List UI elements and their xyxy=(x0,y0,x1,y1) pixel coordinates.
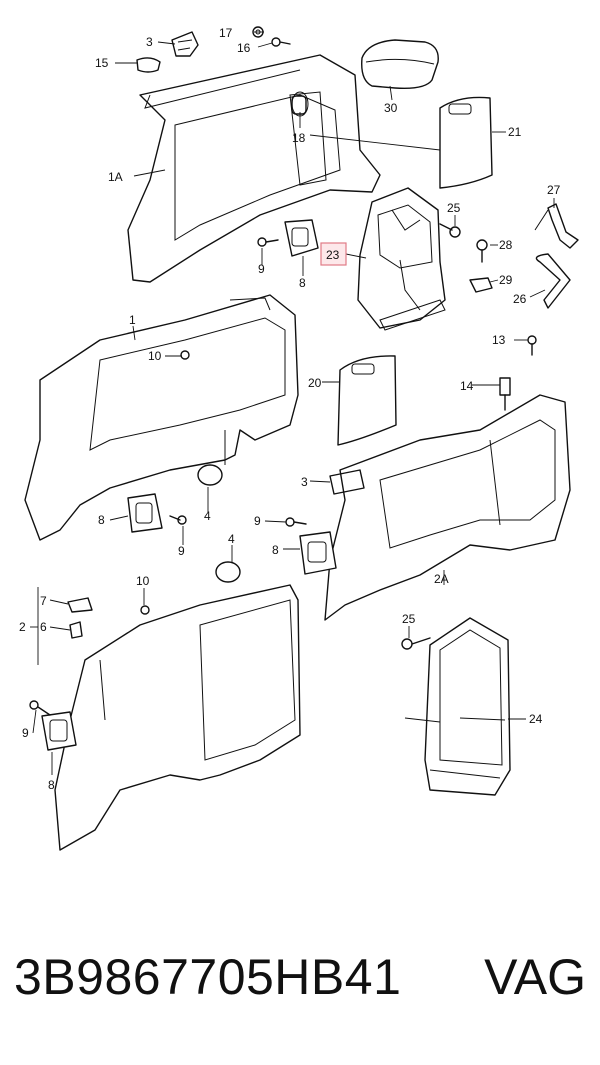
clip-14 xyxy=(499,377,511,411)
trim-panel-2 xyxy=(54,584,301,851)
leader-lines xyxy=(30,31,555,775)
label-23: 23 xyxy=(326,248,340,262)
label-30: 30 xyxy=(384,101,398,115)
label-8-lower: 8 xyxy=(48,778,55,792)
screw-9-right xyxy=(285,517,307,527)
cover-21 xyxy=(439,96,493,189)
label-1: 1 xyxy=(129,313,136,327)
screw-9-upper xyxy=(257,237,279,247)
label-25-top: 25 xyxy=(447,201,461,215)
label-10-middle: 10 xyxy=(148,349,162,363)
handle-8-middle xyxy=(127,493,163,533)
screw-9-lower xyxy=(29,700,51,716)
label-8-middle: 8 xyxy=(98,513,105,527)
screw-16 xyxy=(271,37,291,47)
cushion-30 xyxy=(361,39,439,90)
part-number: 3B9867705HB41 xyxy=(14,949,402,1005)
label-17: 17 xyxy=(219,26,233,40)
label-8-upper: 8 xyxy=(299,276,306,290)
label-26: 26 xyxy=(513,292,527,306)
label-4-right: 4 xyxy=(228,532,235,546)
label-27: 27 xyxy=(547,183,561,197)
label-9-lower: 9 xyxy=(22,726,29,740)
screw-25-lower xyxy=(401,637,431,650)
cap-15 xyxy=(136,57,161,73)
callout-labels: 3 17 16 15 30 18 21 1A 27 25 23 28 29 26… xyxy=(19,26,561,792)
clip-7 xyxy=(67,597,93,613)
label-14: 14 xyxy=(460,379,474,393)
label-25-lower: 25 xyxy=(402,612,416,626)
parts-diagram: 3 17 16 15 30 18 21 1A 27 25 23 28 29 26… xyxy=(19,26,579,851)
clip-29 xyxy=(469,277,493,293)
label-29: 29 xyxy=(499,273,513,287)
label-4-middle: 4 xyxy=(204,509,211,523)
label-18: 18 xyxy=(292,131,306,145)
bracket-23 xyxy=(357,187,446,331)
screw-13 xyxy=(527,335,537,356)
clip-3-top xyxy=(171,31,199,57)
label-9-upper: 9 xyxy=(258,262,265,276)
label-8-right: 8 xyxy=(272,543,279,557)
cover-20 xyxy=(337,355,397,446)
label-3-top: 3 xyxy=(146,35,153,49)
label-28: 28 xyxy=(499,238,513,252)
label-15: 15 xyxy=(95,56,109,70)
bolt-10-lower xyxy=(140,605,150,615)
label-21: 21 xyxy=(508,125,522,139)
trim-panel-1 xyxy=(24,294,299,541)
cap-4-middle xyxy=(197,464,223,486)
label-24: 24 xyxy=(529,712,543,726)
label-6: 6 xyxy=(40,620,47,634)
screw-25-top xyxy=(439,223,461,238)
screw-28 xyxy=(476,239,488,263)
label-2: 2 xyxy=(19,620,26,634)
highlight-box-23 xyxy=(320,242,347,266)
label-1a: 1A xyxy=(108,170,123,184)
clip-3-middle xyxy=(329,469,365,495)
handle-8-upper xyxy=(284,219,319,257)
bolt-10-middle xyxy=(180,350,190,360)
trim-panel-2a xyxy=(324,394,571,621)
handle-8-lower xyxy=(41,711,77,751)
clip-27 xyxy=(534,203,579,249)
tray-24 xyxy=(404,617,511,796)
brand-label: VAG xyxy=(484,949,586,1005)
label-20: 20 xyxy=(308,376,322,390)
handle-8-right xyxy=(299,531,337,575)
cap-4-right xyxy=(215,561,241,583)
label-2a: 2A xyxy=(434,572,449,586)
label-13: 13 xyxy=(492,333,506,347)
clip-26 xyxy=(535,253,571,309)
label-16: 16 xyxy=(237,41,251,55)
label-9-right: 9 xyxy=(254,514,261,528)
bracket-18 xyxy=(291,95,307,115)
label-7: 7 xyxy=(40,594,47,608)
label-10-lower: 10 xyxy=(136,574,150,588)
label-3-middle: 3 xyxy=(301,475,308,489)
label-9-middle: 9 xyxy=(178,544,185,558)
clip-6 xyxy=(69,621,83,639)
footer: 3B9867705HB41 VAG xyxy=(0,940,600,1030)
screw-9-middle xyxy=(169,515,187,525)
